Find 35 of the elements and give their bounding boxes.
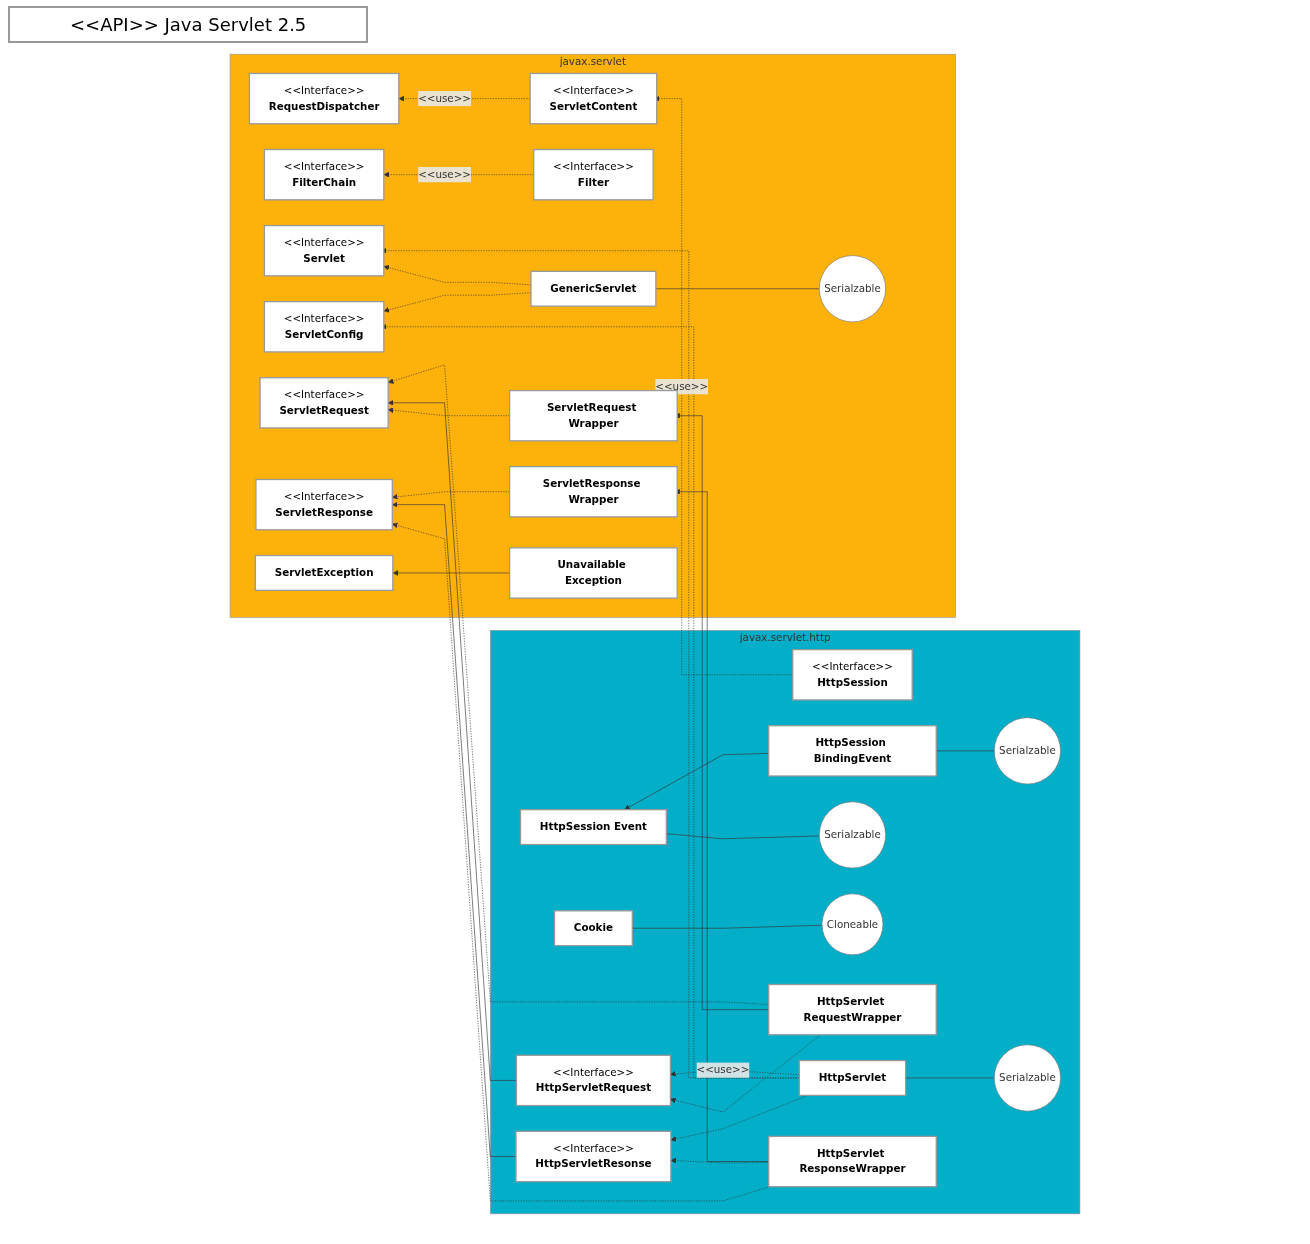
node-box: GenericServlet [530, 270, 657, 307]
edge-label: <<use>> [655, 380, 709, 393]
node-box: <<Interface>> ServletContent [529, 72, 658, 125]
node-box: <<Interface>> ServletResponse [255, 478, 393, 531]
node-box: Unavailable Exception [509, 547, 678, 599]
node-box: <<Interface>> Servlet [263, 224, 385, 277]
node-box: ServletResponse Wrapper [509, 466, 678, 518]
node-box: HttpServlet [798, 1059, 907, 1096]
connector [632, 924, 823, 929]
node-box: HttpServlet ResponseWrapper [768, 1135, 937, 1188]
node-box: HttpServlet RequestWrapper [768, 983, 937, 1036]
node-box: HttpSession BindingEvent [768, 725, 937, 777]
node-box: <<Interface>> HttpServletRequest [515, 1054, 672, 1107]
node-box: HttpSession Event [519, 809, 667, 846]
node-box: ServletRequest Wrapper [509, 389, 678, 442]
connector [655, 288, 820, 290]
node-box: <<Interface>> HttpSession [792, 649, 913, 701]
node-box: Cookie [553, 910, 633, 947]
node-box: <<Interface>> ServletRequest [259, 377, 389, 429]
edge-label: <<use>> [418, 168, 471, 181]
node-circle: Serialzable [993, 1044, 1061, 1112]
node-box: <<Interface>> ServletConfig [263, 301, 385, 353]
diagram-title: <<API>> Java Servlet 2.5 [8, 6, 369, 43]
node-box: ServletException [254, 554, 394, 591]
node-box: <<Interface>> RequestDispatcher [248, 72, 400, 125]
edge-label: <<use>> [696, 1063, 750, 1076]
node-box: <<Interface>> HttpServletResonse [515, 1130, 672, 1183]
node-box: <<Interface>> Filter [533, 148, 654, 201]
node-circle: Cloneable [821, 893, 884, 956]
node-circle: Serialzable [819, 801, 886, 869]
edge-label: <<use>> [418, 92, 471, 105]
node-circle: Serialzable [819, 255, 886, 323]
node-box: <<Interface>> FilterChain [263, 148, 385, 201]
node-circle: Serialzable [993, 717, 1061, 785]
connector [666, 833, 820, 840]
